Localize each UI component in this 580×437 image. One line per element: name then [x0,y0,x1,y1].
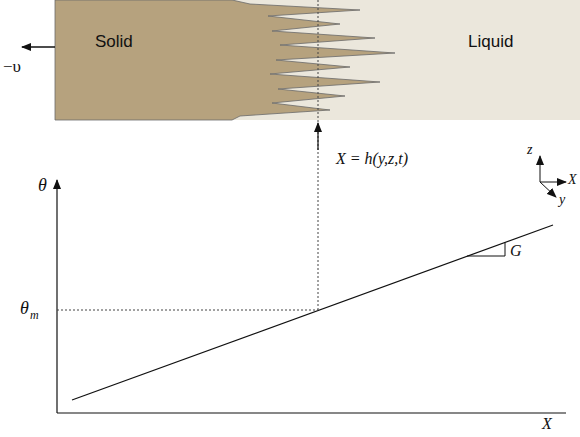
temperature-line [72,225,553,400]
axis-label: θ [38,176,47,196]
axis-letter: z [527,142,532,157]
velocity-label: −υ [3,58,21,77]
axis-letter: y [559,192,565,207]
z-axis-arrow [540,156,541,182]
melting-temperature: θ [20,299,29,319]
x-axis [57,412,566,413]
phase-region: Liquid [232,0,580,120]
subscript: m [30,309,39,322]
region-name: Solid [95,32,133,52]
slope-triangle [467,243,505,257]
y-axis-arrow [540,182,556,197]
axis-letter: X [568,172,577,187]
theta-axis [56,180,57,413]
interface-label: X = h(y,z,t) [336,150,408,168]
region-name: Liquid [468,32,513,52]
melting-guide [57,310,318,311]
gradient-label: G [510,242,522,260]
axis-label: X [542,415,552,433]
interface-guide [318,0,319,310]
velocity-arrow [22,46,55,48]
x-axis-arrow [540,182,566,183]
solid-dendrites [55,0,395,120]
phase-region: Solid [55,0,232,120]
interface-pointer [317,123,318,150]
